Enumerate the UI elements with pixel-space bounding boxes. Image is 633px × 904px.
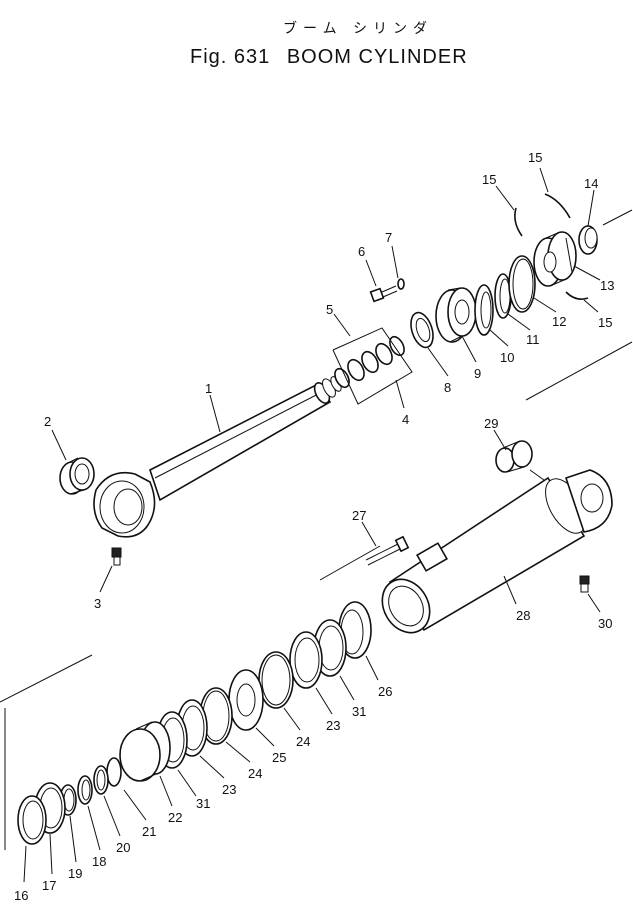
callout-29: 29 [484, 416, 498, 431]
bushing-29 [495, 440, 533, 473]
seal-set-4 [334, 335, 405, 389]
callout-3: 3 [94, 596, 101, 611]
plate-25 [228, 669, 264, 731]
bolt-6 [369, 285, 398, 303]
ring-18 [77, 775, 93, 805]
callout-22: 22 [168, 810, 182, 825]
callout-19: 19 [68, 866, 82, 881]
callout-12: 12 [552, 314, 566, 329]
retainer-8 [410, 311, 434, 349]
rod-eye [93, 471, 156, 538]
callout-1: 1 [205, 381, 212, 396]
callout-28: 28 [516, 608, 530, 623]
callout-23-upper: 23 [326, 718, 340, 733]
snap-ring-15c [565, 291, 589, 300]
callout-16: 16 [14, 888, 28, 903]
ring-23-upper [289, 631, 323, 689]
grease-fitting-3 [111, 547, 122, 566]
piston-nut-13 [533, 231, 577, 287]
callout-15a: 15 [482, 172, 496, 187]
washer-7 [397, 278, 405, 290]
callout-6: 6 [358, 244, 365, 259]
callout-9: 9 [474, 366, 481, 381]
cylinder-head-9 [435, 287, 477, 343]
callout-31-upper: 31 [352, 704, 366, 719]
callout-30: 30 [598, 616, 612, 631]
piston-rod [149, 376, 342, 502]
callout-14: 14 [584, 176, 598, 191]
ring-14 [578, 225, 598, 255]
callout-5: 5 [326, 302, 333, 317]
ring-21 [106, 757, 122, 787]
ring-19 [59, 784, 77, 816]
piston-22 [119, 721, 171, 782]
callout-18: 18 [92, 854, 106, 869]
callout-13: 13 [600, 278, 614, 293]
callout-2: 2 [44, 414, 51, 429]
callout-8: 8 [444, 380, 451, 395]
snap-ring-15a [514, 207, 523, 237]
callout-23-lower: 23 [222, 782, 236, 797]
title-japanese: ブーム シリンダ [283, 21, 434, 37]
cylinder-tube-28 [381, 469, 613, 634]
callout-24-lower: 24 [248, 766, 262, 781]
figure-title: Fig. 631 BOOM CYLINDER [190, 46, 478, 69]
callout-11: 11 [526, 332, 540, 347]
bushing-2 [59, 457, 95, 495]
ring-20 [93, 765, 109, 795]
callout-27: 27 [352, 508, 366, 523]
callout-7: 7 [385, 230, 392, 245]
callout-10: 10 [500, 350, 514, 365]
callout-15c: 15 [598, 315, 612, 330]
callout-17: 17 [42, 878, 56, 893]
figure-name: BOOM CYLINDER [286, 46, 468, 68]
snap-ring-15b [544, 193, 571, 219]
callout-31-lower: 31 [196, 796, 210, 811]
o-ring-12 [508, 255, 536, 313]
callout-21: 21 [142, 824, 156, 839]
figure-number: Fig. 631 [190, 46, 271, 68]
callout-25: 25 [272, 750, 286, 765]
callout-20: 20 [116, 840, 130, 855]
o-ring-24-upper [258, 651, 294, 709]
bolt-27 [365, 535, 410, 566]
plate-10 [474, 284, 494, 336]
callout-24-upper: 24 [296, 734, 310, 749]
grease-fitting-30 [579, 575, 590, 593]
callout-15b: 15 [528, 150, 542, 165]
callout-4: 4 [402, 412, 409, 427]
callout-26: 26 [378, 684, 392, 699]
leader-lines [23, 167, 601, 883]
ring-16 [17, 795, 47, 845]
